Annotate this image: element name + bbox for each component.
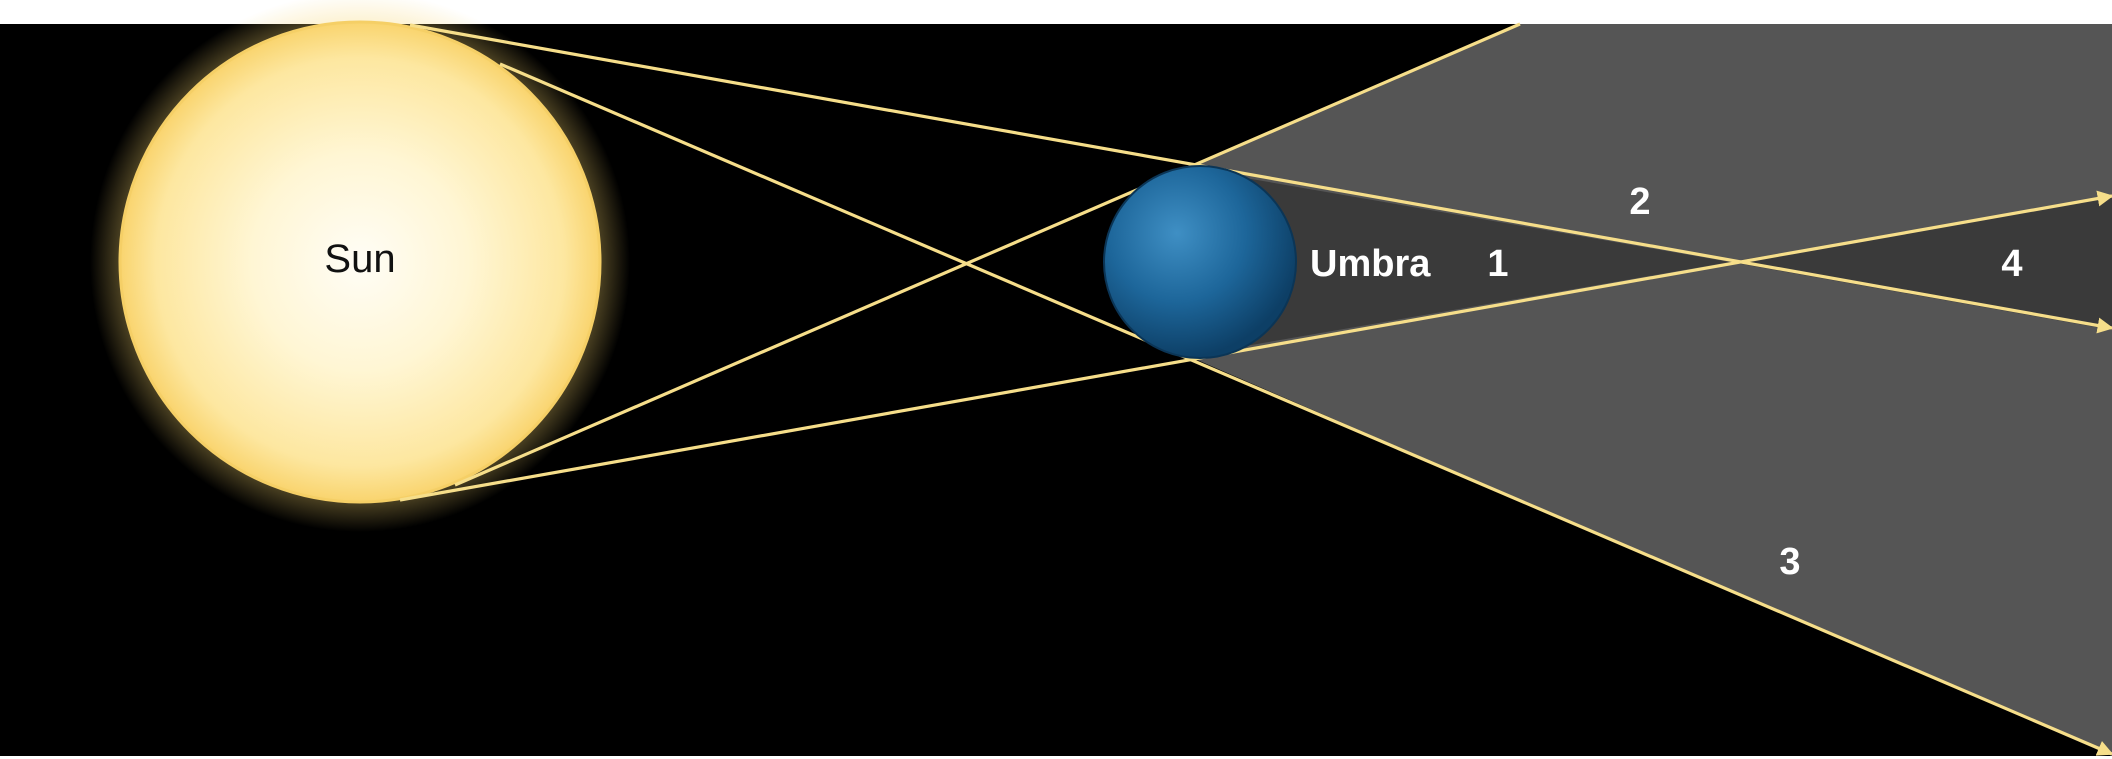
- ray-bottom-cross: [454, 22, 1521, 487]
- umbra-label: Umbra: [1310, 243, 1431, 285]
- ray-top-outer: [409, 23, 2112, 334]
- region-1-label: 1: [1487, 243, 1508, 285]
- ray-top-cross: [499, 62, 2112, 756]
- earth: [1103, 165, 1297, 359]
- region-4-label: 4: [2001, 243, 2022, 285]
- umbra-region: [1188, 168, 1730, 356]
- sun-label: Sun: [324, 237, 395, 281]
- penumbra-region: [1188, 24, 2112, 756]
- antumbra-region: [1730, 196, 2112, 330]
- region-3-label: 3: [1779, 541, 1800, 583]
- region-2-label: 2: [1629, 181, 1650, 223]
- sun: [118, 20, 602, 504]
- ray-bottom-outer: [399, 190, 2112, 502]
